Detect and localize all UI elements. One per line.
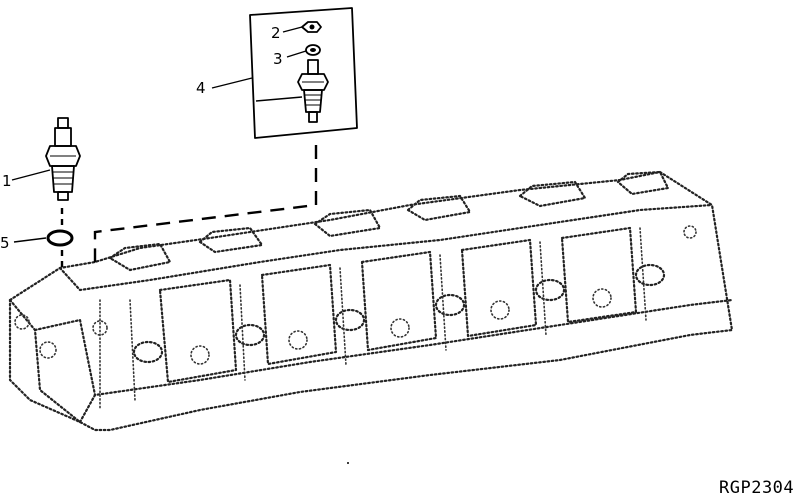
valve-pad-4	[406, 194, 472, 222]
valve-pad-6	[616, 170, 670, 196]
leader-5	[13, 237, 47, 243]
washer-shape	[305, 44, 321, 56]
stray-mark	[347, 462, 349, 464]
sensor-terminal	[57, 117, 69, 129]
sensor-threads	[53, 171, 73, 185]
sensor-tip	[57, 191, 69, 201]
end-boss-2	[39, 341, 57, 359]
injector-boss-2	[234, 323, 266, 347]
cylinder-head-ribs	[99, 227, 647, 411]
end-boss-1	[14, 314, 30, 330]
cylinder-bays	[158, 225, 697, 384]
nut-hole	[309, 24, 315, 30]
callout-3: 3	[273, 50, 283, 68]
o-ring-shape	[46, 229, 74, 247]
washer-part	[305, 44, 321, 56]
port-hole-5	[592, 288, 612, 308]
sensor-top	[54, 127, 72, 147]
sensor-part	[45, 117, 81, 201]
valve-pad-5	[518, 180, 587, 208]
bay-1	[158, 278, 238, 384]
cylinder-head-bottom-edge	[78, 298, 734, 424]
panel-sensor-tip	[308, 111, 318, 123]
bay-5	[560, 226, 638, 324]
injector-boss-4	[434, 293, 466, 317]
callout-4: 4	[196, 79, 206, 97]
callout-5: 5	[0, 234, 10, 252]
callout-1: 1	[2, 172, 12, 190]
valve-pad-2	[198, 226, 264, 254]
panel-sensor-stud	[307, 59, 319, 75]
nut-shape	[301, 21, 322, 33]
panel-sensor-part	[297, 59, 329, 123]
valve-pad-1	[108, 242, 172, 272]
port-hole-6	[683, 225, 697, 239]
cylinder-head-top-edge	[58, 203, 714, 292]
port-hole-4	[490, 300, 510, 320]
leader-3	[286, 50, 307, 58]
injector-boss-5	[534, 278, 566, 302]
installation-path	[93, 145, 318, 268]
cylinder-head-outline	[8, 170, 734, 432]
port-hole-2	[288, 330, 308, 350]
panel-sensor-body	[303, 89, 323, 113]
valve-pad-3	[313, 208, 382, 238]
port-hole-1	[190, 345, 210, 365]
injector-bosses	[132, 263, 666, 364]
figure-id: RGP2304	[719, 478, 794, 498]
bay-2	[260, 263, 338, 366]
port-hole-3	[390, 318, 410, 338]
nut-part	[301, 21, 322, 33]
o-ring-part	[46, 229, 74, 247]
cylinder-head	[8, 170, 734, 432]
panel-sensor-hex	[297, 73, 329, 91]
injector-boss-3	[334, 308, 366, 332]
leader-1	[11, 169, 51, 181]
cylinder-head-end-face	[8, 298, 97, 424]
bay-4	[460, 238, 538, 338]
sensor-hex	[45, 145, 81, 167]
injector-boss-1	[132, 340, 164, 364]
leader-2	[282, 26, 303, 33]
sensor-body	[51, 165, 75, 193]
callout-2: 2	[271, 24, 281, 42]
washer-hole	[310, 48, 316, 52]
kit-panel-frame	[249, 7, 358, 139]
kit-panel	[249, 7, 358, 139]
leader-4-inner	[255, 96, 303, 102]
injector-boss-6	[634, 263, 666, 287]
leader-4	[211, 77, 253, 89]
panel-sensor-threads	[305, 94, 321, 106]
bay-3	[360, 250, 438, 352]
